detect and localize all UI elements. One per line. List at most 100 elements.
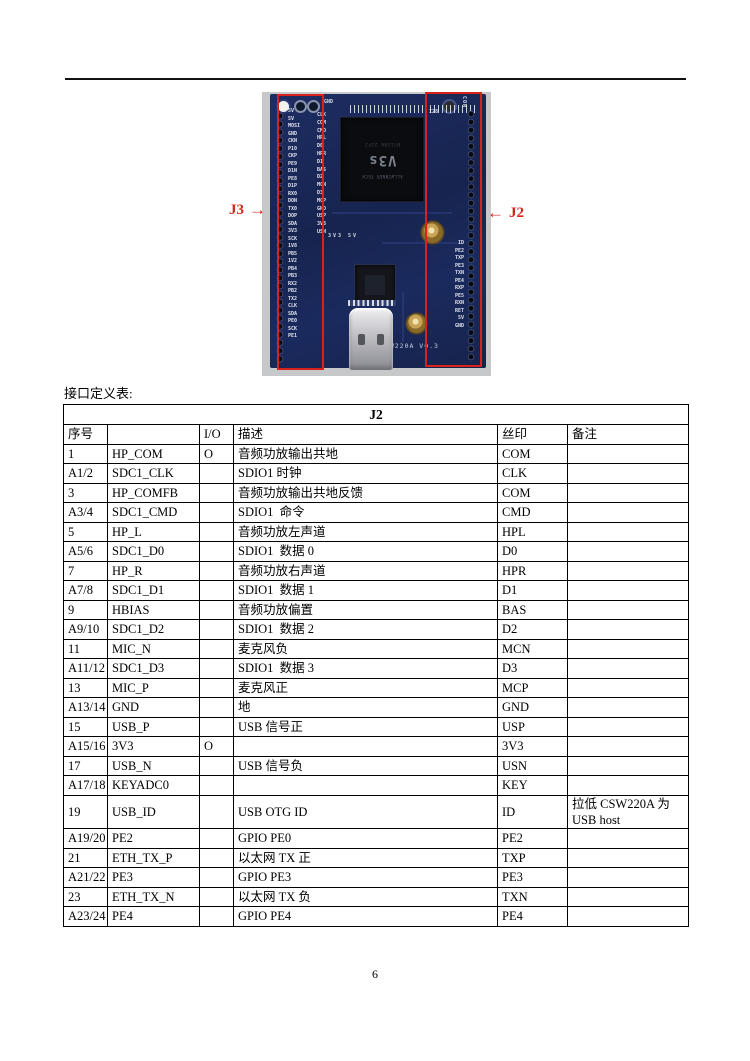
table-cell: COM — [497, 482, 568, 503]
table-cell: SDIO1 数据 0 — [233, 541, 498, 562]
table-cell: PE2 — [497, 828, 568, 849]
table-cell — [567, 521, 689, 542]
table-cell: 麦克风负 — [233, 638, 498, 659]
silkscreen-label: D3 — [317, 189, 324, 196]
table-cell — [567, 906, 689, 927]
header-rule — [65, 78, 686, 80]
table-cell: SDIO1 时钟 — [233, 463, 498, 484]
silkscreen-label: P10 — [288, 145, 298, 152]
silkscreen-power: 3V3 5V — [328, 233, 359, 239]
table-cell: ETH_TX_N — [107, 886, 200, 907]
silkscreen-label: PE9 — [288, 160, 298, 167]
table-cell: SDIO1 数据 1 — [233, 580, 498, 601]
table-cell — [567, 580, 689, 601]
pcb-trace — [382, 242, 462, 244]
table-cell: 23 — [63, 886, 108, 907]
table-cell — [199, 677, 234, 698]
j2-pin-header-holes — [464, 110, 478, 362]
silkscreen-label: PB4 — [288, 265, 298, 272]
table-cell: A11/12 — [63, 658, 108, 679]
col-header-silkscreen: 丝印 — [497, 424, 568, 445]
j3-label: J3 — [229, 201, 244, 218]
silkscreen-label: SDA — [288, 220, 298, 227]
table-cell: COM — [497, 443, 568, 464]
mounting-hole — [278, 101, 289, 112]
table-cell — [567, 541, 689, 562]
table-cell — [199, 658, 234, 679]
table-cell — [567, 736, 689, 757]
silkscreen-label: 3V3 — [317, 221, 327, 228]
silkscreen-label: DOP — [288, 213, 298, 219]
table-cell: 麦克风正 — [233, 677, 498, 698]
silkscreen-label: 1V8 — [288, 243, 298, 249]
table-cell: GPIO PE4 — [233, 906, 498, 927]
chip-logo-text: ALLWINNER TECH — [361, 173, 403, 179]
table-cell: SDC1_D2 — [107, 619, 200, 640]
usb-notch — [358, 334, 365, 345]
table-header-row: 序号 I/O 描述 丝印 备注 — [63, 424, 689, 445]
pcb-trace — [402, 292, 404, 342]
silkscreen-label: TXP — [454, 255, 464, 261]
table-cell: USP — [497, 716, 568, 737]
table-cell: 19 — [63, 794, 108, 829]
micro-usb-connector — [349, 308, 393, 370]
chip-name-text: V3s — [367, 151, 397, 168]
j2-highlight-box — [425, 92, 482, 367]
table-cell — [567, 847, 689, 868]
table-cell: 9 — [63, 599, 108, 620]
table-cell — [567, 775, 689, 796]
silkscreen-label: MOSI — [288, 123, 301, 129]
table-cell: MCN — [497, 638, 568, 659]
silkscreen-label: PE4 — [454, 277, 464, 284]
silkscreen-label: HPL — [317, 135, 327, 142]
silkscreen-label: D1N — [288, 168, 298, 174]
table-cell — [567, 482, 689, 503]
table-cell: KEY — [497, 775, 568, 796]
table-cell: SDC1_D0 — [107, 541, 200, 562]
table-cell — [567, 886, 689, 907]
table-cell: SDC1_D3 — [107, 658, 200, 679]
table-cell — [199, 482, 234, 503]
table-cell: TXP — [497, 847, 568, 868]
table-cell — [199, 755, 234, 776]
table-cell — [199, 828, 234, 849]
silkscreen-label: COM — [317, 119, 327, 126]
page-number: 6 — [372, 967, 378, 981]
silkscreen-label: TXN — [454, 270, 464, 276]
table-cell — [567, 502, 689, 523]
silkscreen-label: RXN — [454, 300, 464, 306]
table-cell: 21 — [63, 847, 108, 868]
pad-hole — [296, 102, 305, 111]
silkscreen-label: MCN — [317, 182, 327, 189]
table-cell — [199, 521, 234, 542]
table-cell: A13/14 — [63, 697, 108, 718]
table-cell — [567, 443, 689, 464]
table-cell — [199, 560, 234, 581]
antenna-connector — [422, 222, 443, 243]
table-cell — [233, 775, 498, 796]
silkscreen-label: D2 — [317, 174, 324, 181]
table-cell: 5 — [63, 521, 108, 542]
pcb-trace — [332, 212, 452, 214]
col-header-remark: 备注 — [567, 424, 689, 445]
table-cell — [199, 599, 234, 620]
silkscreen-label: SDA — [288, 310, 298, 317]
table-cell: O — [199, 736, 234, 757]
j3-callout: J3 → — [229, 200, 266, 220]
silkscreen-label: USN — [317, 228, 327, 235]
silkscreen-label: RXP — [454, 285, 464, 291]
table-cell — [567, 697, 689, 718]
table-cell: PE3 — [107, 867, 200, 888]
table-cell: 音频功放右声道 — [233, 560, 498, 581]
silkscreen-label: PE3 — [454, 262, 464, 269]
